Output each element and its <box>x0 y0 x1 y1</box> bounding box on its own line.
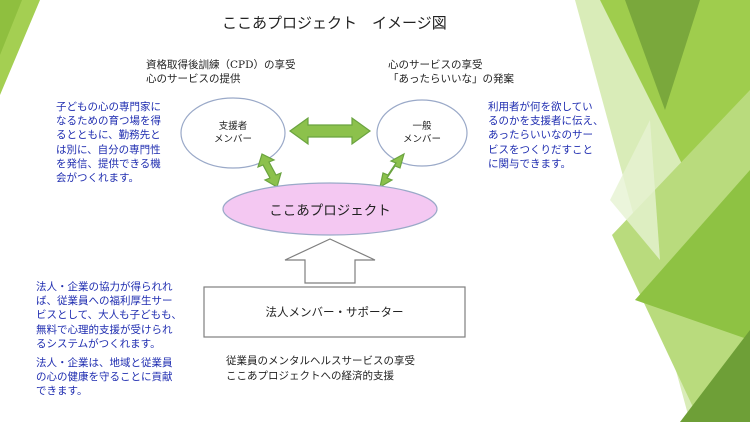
project-node <box>222 182 438 236</box>
description-line: 法人・企業の協力が得られれ <box>36 281 173 293</box>
general-project-arrow <box>379 152 405 189</box>
note-line: 心のサービスの享受 <box>388 59 483 71</box>
right-shape-highlight <box>610 120 660 260</box>
node-label-line: メンバー <box>402 134 441 145</box>
corner-shape-dark <box>0 0 22 55</box>
right-shape-dark-bottom <box>680 330 750 422</box>
description-line: るとともに、勤務先と <box>56 129 161 142</box>
description-line: 会がつくれます。 <box>56 172 139 185</box>
corporate-node <box>203 286 466 338</box>
two-way-arrow <box>288 116 372 146</box>
node-label-line: 一般 <box>412 121 432 132</box>
description-line: に関与できます。 <box>488 157 571 170</box>
supporter-node <box>180 97 286 169</box>
description-line: 子どもの心の専門家に <box>56 101 161 113</box>
supporter-node-label: 支援者 メンバー <box>193 118 273 148</box>
note-line: 「あったらいいな」の発案 <box>388 73 514 85</box>
node-label-line: 支援者 <box>218 121 248 132</box>
description-line: るシステムがつくれます。 <box>36 337 161 350</box>
description-line: の心の健康を守ることに貢献 <box>36 371 173 384</box>
description-line: できます。 <box>36 385 88 398</box>
note-top-left: 資格取得後訓練（CPD）の享受 心のサービスの提供 <box>146 58 296 86</box>
node-label-line: メンバー <box>213 134 252 145</box>
note-line: 心のサービスの提供 <box>146 73 241 85</box>
support-arrow <box>284 238 376 284</box>
description-line: ビスとして、大人も子どもも、 <box>36 309 182 322</box>
note-line: 資格取得後訓練（CPD）の享受 <box>146 59 296 71</box>
description-corporate-benefit: 法人・企業の協力が得られれ ば、従業員への福利厚生サー ビスとして、大人も子ども… <box>36 280 182 351</box>
note-line: 従業員のメンタルヘルスサービスの享受 <box>226 355 415 367</box>
supporter-project-arrow <box>257 153 282 188</box>
description-line: るのかを支援者に伝え、 <box>488 115 604 128</box>
note-line: ここあプロジェクトへの経済的支援 <box>226 369 394 382</box>
description-line: なるための育つ場を得 <box>56 115 161 128</box>
corporate-node-label: 法人メンバー・サポーター <box>265 305 404 319</box>
description-general-benefit: 利用者が何を欲してい るのかを支援者に伝え、 あったらいいなのサー ビスをつくり… <box>488 100 604 171</box>
general-node <box>376 99 468 167</box>
description-line: 利用者が何を欲してい <box>488 101 593 113</box>
right-shape-dark-top <box>625 0 700 110</box>
description-line: 無料で心理的支援が受けられ <box>36 323 173 336</box>
description-line: ビスをつくりだすこと <box>488 143 593 156</box>
description-line: 法人・企業は、地域と従業員 <box>36 357 173 369</box>
slide-title: ここあプロジェクト イメージ図 <box>222 14 447 32</box>
right-shape-green-low <box>635 170 750 340</box>
description-line: あったらいいなのサー <box>488 129 593 142</box>
description-line: は別に、自分の専門性 <box>56 143 161 156</box>
description-line: を発信、提供できる機 <box>56 157 161 170</box>
description-corporate-contribution: 法人・企業は、地域と従業員 の心の健康を守ることに貢献 できます。 <box>36 356 173 399</box>
general-node-label: 一般 メンバー <box>382 118 462 148</box>
note-bottom: 従業員のメンタルヘルスサービスの享受 ここあプロジェクトへの経済的支援 <box>226 354 415 383</box>
project-node-label: ここあプロジェクト <box>269 203 391 219</box>
note-top-right: 心のサービスの享受 「あったらいいな」の発案 <box>388 58 514 86</box>
description-supporter-benefit: 子どもの心の専門家に なるための育つ場を得 るとともに、勤務先と は別に、自分の… <box>56 100 161 185</box>
description-line: ば、従業員への福利厚生サー <box>36 295 173 308</box>
